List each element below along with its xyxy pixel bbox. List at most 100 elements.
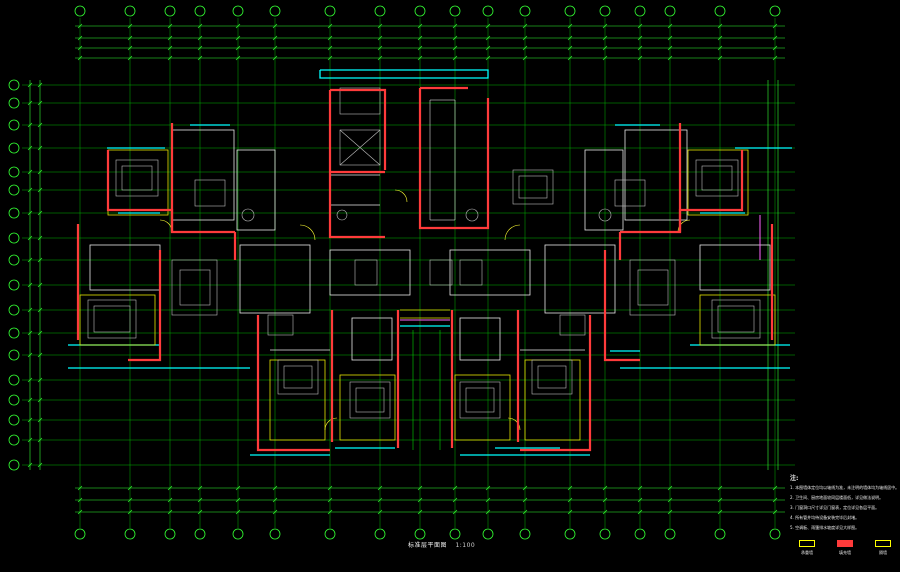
dimension-tick <box>235 497 241 503</box>
dimension-tick <box>37 187 43 193</box>
axis-bubble <box>8 279 20 291</box>
dimension-tick <box>717 509 723 515</box>
axis-bubble <box>664 5 676 17</box>
axis-bubble <box>599 5 611 17</box>
axis-bubble <box>8 374 20 386</box>
dimension-tick <box>327 497 333 503</box>
dimension-tick <box>197 485 203 491</box>
dimension-tick <box>27 257 33 263</box>
dimension-tick <box>167 45 173 51</box>
axis-bubble <box>374 528 386 540</box>
drawing-scale: 1:100 <box>455 542 476 549</box>
dimension-tick <box>567 485 573 491</box>
dimension-tick <box>522 23 528 29</box>
dimension-tick <box>522 497 528 503</box>
dimension-tick <box>485 485 491 491</box>
dimension-tick <box>27 282 33 288</box>
dimension-tick <box>37 210 43 216</box>
dimension-tick <box>567 35 573 41</box>
axis-bubble <box>664 528 676 540</box>
legend-item-load-bearing: 承重墙 <box>792 540 822 556</box>
dimension-tick <box>272 485 278 491</box>
dimension-tick <box>77 45 83 51</box>
axis-bubble <box>449 528 461 540</box>
dimension-tick <box>772 45 778 51</box>
axis-bubble <box>164 528 176 540</box>
axis-bubble <box>8 304 20 316</box>
dimension-tick <box>167 35 173 41</box>
dimension-tick <box>377 45 383 51</box>
dimension-tick <box>327 485 333 491</box>
dimension-tick <box>377 23 383 29</box>
dimension-tick <box>167 497 173 503</box>
axis-bubble <box>414 528 426 540</box>
dimension-tick <box>637 497 643 503</box>
axis-bubble <box>164 5 176 17</box>
dimension-tick <box>27 82 33 88</box>
leader-lines <box>412 330 441 450</box>
axis-bubble <box>714 528 726 540</box>
note-line: 2. 卫生间、厨房地面较同层楼面低，详见做法说明。 <box>790 495 884 500</box>
dimension-tick <box>417 55 423 61</box>
dimension-tick <box>717 485 723 491</box>
dimension-tick <box>197 497 203 503</box>
axis-bubble <box>232 528 244 540</box>
legend-item-partition: 隔墙 <box>868 540 898 556</box>
dimension-tick <box>77 485 83 491</box>
dimension-tick <box>567 497 573 503</box>
dimension-tick <box>27 122 33 128</box>
axis-bubble <box>482 528 494 540</box>
dimension-tick <box>522 45 528 51</box>
dimension-tick <box>602 23 608 29</box>
note-line: 5. 空调板、雨篷排水坡度详见大样图。 <box>790 525 860 530</box>
axis-bubble <box>269 5 281 17</box>
dimension-tick <box>452 509 458 515</box>
drawing-title: 标准层平面图 <box>408 542 448 549</box>
dimension-tick <box>27 210 33 216</box>
dimension-tick <box>27 377 33 383</box>
dimension-tick <box>272 45 278 51</box>
legend-swatch <box>875 540 891 547</box>
dimension-tick <box>77 509 83 515</box>
accent-lines <box>400 215 761 321</box>
axis-bubble <box>8 327 20 339</box>
dimension-tick <box>522 509 528 515</box>
axis-bubble <box>8 166 20 178</box>
axis-bubble <box>564 5 576 17</box>
dimension-tick <box>602 485 608 491</box>
dimension-tick <box>667 35 673 41</box>
dimension-tick <box>452 485 458 491</box>
dimension-tick <box>602 45 608 51</box>
dimension-tick <box>717 35 723 41</box>
dimension-tick <box>197 55 203 61</box>
dimension-tick <box>197 45 203 51</box>
axis-bubble <box>8 79 20 91</box>
axis-bubble <box>8 394 20 406</box>
dimension-tick <box>417 35 423 41</box>
dimension-tick <box>327 509 333 515</box>
dimension-tick <box>327 45 333 51</box>
dimension-tick <box>637 485 643 491</box>
dimension-tick <box>197 509 203 515</box>
legend-label: 填充墙 <box>839 550 851 555</box>
dimension-tick <box>417 497 423 503</box>
dimension-tick <box>167 485 173 491</box>
dimension-tick <box>637 509 643 515</box>
dimension-tick <box>235 485 241 491</box>
wall-legend: 承重墙 填充墙 隔墙 <box>792 540 898 560</box>
dimension-tick <box>602 55 608 61</box>
dimension-tick <box>452 23 458 29</box>
dimension-tick <box>452 45 458 51</box>
axis-bubble <box>634 528 646 540</box>
dimension-tick <box>417 509 423 515</box>
dimension-tick <box>637 55 643 61</box>
dimension-tick <box>567 23 573 29</box>
legend-swatch <box>837 540 853 547</box>
dimension-tick <box>272 23 278 29</box>
dimension-tick <box>127 485 133 491</box>
dimension-tick <box>377 497 383 503</box>
dimension-tick <box>167 23 173 29</box>
axis-bubble <box>324 5 336 17</box>
dimension-tick <box>27 187 33 193</box>
axis-bubble <box>194 5 206 17</box>
